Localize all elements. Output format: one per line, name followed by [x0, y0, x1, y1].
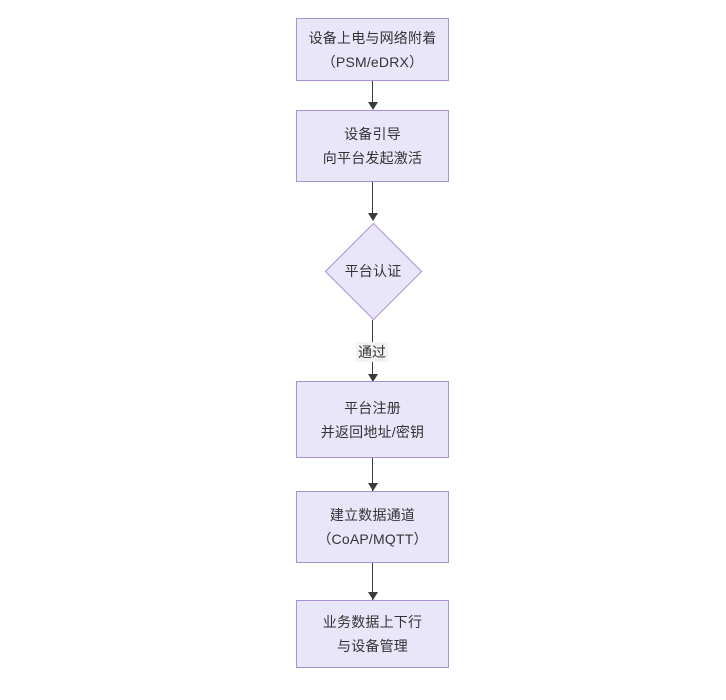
flow-node-business-data[interactable]: 业务数据上下行 与设备管理	[296, 600, 449, 668]
flow-connector-channel-to-business	[372, 563, 373, 601]
flow-node-bootstrap-line-2: 向平台发起激活	[322, 150, 423, 166]
arrow-head-icon-1	[368, 102, 378, 110]
flow-connector-register-to-channel	[372, 458, 373, 492]
flow-node-power-on-line-2: （PSM/eDRX）	[321, 53, 424, 70]
flow-node-data-channel-line-1: 建立数据通道	[329, 507, 416, 523]
flow-node-business-data-line-2: 与设备管理	[337, 638, 408, 654]
flow-connector-power-on-to-bootstrap	[372, 81, 373, 104]
flow-node-platform-register[interactable]: 平台注册 并返回地址/密钥	[296, 381, 449, 458]
flow-node-data-channel-line-2: （CoAP/MQTT）	[317, 531, 428, 547]
arrow-head-icon-4	[368, 483, 378, 491]
flow-node-data-channel[interactable]: 建立数据通道 （CoAP/MQTT）	[296, 491, 449, 563]
flow-node-bootstrap-line-1: 设备引导	[344, 126, 401, 142]
flow-node-platform-register-line-1: 平台注册	[344, 399, 401, 416]
flow-node-power-on-line-1: 设备上电与网络附着	[308, 29, 437, 46]
flow-node-platform-auth[interactable]: 平台认证	[324, 222, 422, 320]
arrow-head-icon-3	[368, 374, 378, 382]
flow-node-platform-auth-label: 平台认证	[344, 263, 402, 279]
flow-node-power-on[interactable]: 设备上电与网络附着 （PSM/eDRX）	[296, 18, 449, 81]
edge-label-pass: 通过	[356, 342, 388, 362]
flow-node-business-data-line-1: 业务数据上下行	[322, 614, 423, 630]
flow-node-bootstrap[interactable]: 设备引导 向平台发起激活	[296, 110, 449, 182]
arrow-head-icon-2	[368, 213, 378, 221]
flow-node-platform-register-line-2: 并返回地址/密钥	[320, 423, 425, 440]
arrow-head-icon-5	[368, 592, 378, 600]
flow-connector-bootstrap-to-auth	[372, 182, 373, 215]
